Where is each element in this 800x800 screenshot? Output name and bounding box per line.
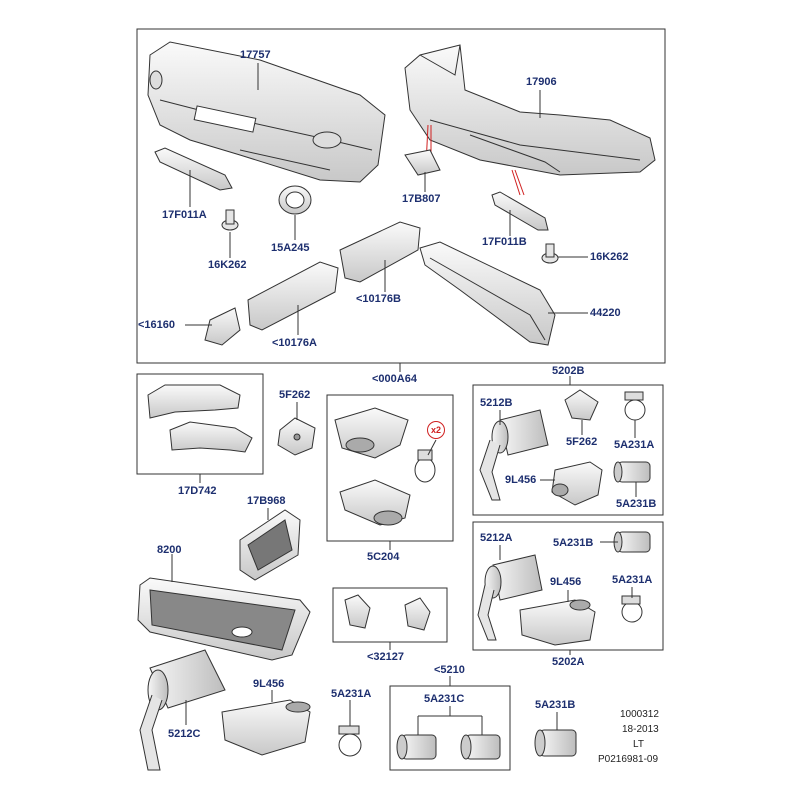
clip-front-part [221,209,239,231]
label-bracket-5f262-right: 5F262 [566,436,598,448]
footer-lang: LT [633,739,644,750]
label-tailpipe-kit: 5C204 [367,551,400,563]
side-vent-part [239,509,301,581]
label-muffler-c: 5212C [168,728,201,740]
footer-drawing-id: P0216981-09 [598,754,659,765]
clip-rear-part [541,243,559,264]
label-bracket-5f262-left: 5F262 [279,389,311,401]
label-clamp-5a231b-top: 5A231B [616,498,657,510]
label-body-kit: <000A64 [372,373,417,385]
label-tailpipe-9l456-b: 9L456 [505,474,537,486]
label-bracket-kit: <32127 [367,651,405,663]
label-clamp-kit: <5210 [434,664,465,676]
frame-exhaust-kit-b [472,384,664,516]
label-muffler-b: 5212B [480,397,513,409]
bracket-5f262-right-part [564,389,599,421]
label-clip-front: 16K262 [208,259,247,271]
grille-part [137,577,311,661]
footer-date: 18-2013 [622,724,659,735]
label-clamp-5a231b-bottom: 5A231B [535,699,576,711]
label-front-grille-strip: 17F011A [162,209,207,221]
muffler-b-part [479,409,549,501]
bracket-kit-parts [344,594,431,631]
front-grille-strip-part [154,147,233,191]
frame-exhaust-kit-a [472,521,664,651]
label-clip-rear: 16K262 [590,251,629,263]
front-bumper-part [147,41,386,183]
quantity-badge: x2 [427,421,445,439]
rear-bumper-part [404,44,656,176]
fog-bezel-part [278,185,312,215]
leader-x2 [427,439,437,456]
muffler-c-part [139,649,226,771]
clamp-5a231b-bottom-part [534,729,577,757]
tailpipe-9l456-a-part [519,599,596,646]
clamp-kit-leaders [417,706,483,735]
label-clamp-5a231b-mid: 5A231B [553,537,594,549]
label-exhaust-kit-a: 5202A [552,656,585,668]
rear-grille-strip-part [491,191,549,231]
label-clamp-5a231c: 5A231C [424,693,465,705]
label-rear-bumper: 17906 [526,76,557,88]
label-mirror-caps: 17D742 [178,485,217,497]
sill-moulding-b-part [339,221,421,283]
tailpipe-kit-clamp [414,449,436,483]
label-fog-bezel: 15A245 [271,242,310,254]
footer-ref-number: 1000312 [620,709,659,720]
clamp-5a231b-top-part [613,461,651,483]
label-mudflap: <16160 [138,319,176,331]
label-tailpipe-9l456-c: 9L456 [253,678,285,690]
label-sill-moulding-b: <10176B [356,293,401,305]
clamp-5a231b-mid-part [613,531,651,553]
label-rear-bracket: 17B807 [402,193,441,205]
label-clamp-5a231a-bottom: 5A231A [331,688,372,700]
tailpipe-kit-parts [334,407,411,526]
rear-spoiler-part [419,241,556,346]
tailpipe-9l456-b-part [551,461,603,506]
label-tailpipe-9l456-a: 9L456 [550,576,582,588]
clamp-5a231c-parts [396,734,501,760]
frame-body-kit [136,28,666,364]
bracket-5f262-left-part [277,417,316,456]
clamp-5a231a-mid-part [621,595,643,623]
label-rear-spoiler: 44220 [590,307,621,319]
label-exhaust-kit-b: 5202B [552,365,585,377]
label-side-vent: 17B968 [247,495,286,507]
label-sill-moulding-a: <10176A [272,337,317,349]
label-front-bumper: 17757 [240,49,271,61]
rear-bracket-part [404,149,441,176]
clamp-5a231a-top-part [624,391,646,421]
label-grille: 8200 [157,544,182,556]
mirror-cap-parts [147,384,253,453]
label-rear-grille-strip: 17F011B [482,236,527,248]
tailpipe-9l456-c-part [221,699,311,756]
sill-moulding-a-part [247,261,339,331]
label-muffler-a: 5212A [480,532,513,544]
label-clamp-5a231a-mid: 5A231A [612,574,653,586]
clamp-5a231a-bottom-part [338,725,362,757]
muffler-a-part [477,554,543,641]
mudflap-part [204,307,241,346]
label-clamp-5a231a-top: 5A231A [614,439,655,451]
